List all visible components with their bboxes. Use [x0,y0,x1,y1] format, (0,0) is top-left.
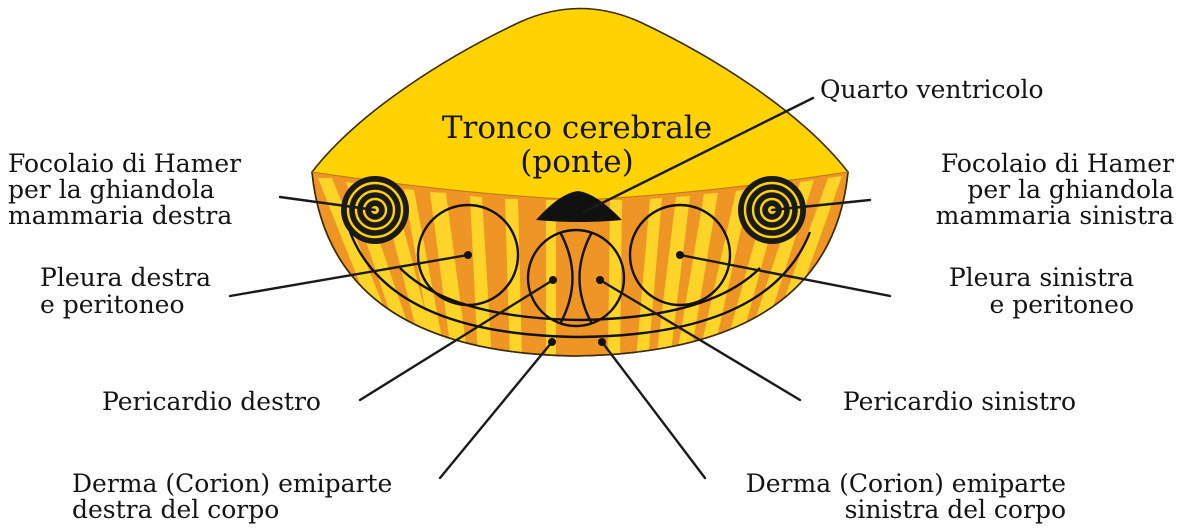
label-hamer-right-2: per la ghiandola [8,175,215,204]
label-pleura-left-1: Pleura sinistra [949,263,1134,292]
label-pleura-right-1: Pleura destra [40,263,211,292]
label-dermis-right-1: Derma (Corion) emiparte [72,469,392,498]
label-pleura-right-2: e peritoneo [40,290,185,319]
label-hamer-left-3: mammaria sinistra [936,201,1174,230]
brainstem-label-line1: Tronco cerebrale [442,110,712,146]
label-hamer-left-1: Focolaio di Hamer [941,149,1174,178]
label-hamer-left-2: per la ghiandola [967,175,1174,204]
label-pleura-left-2: e peritoneo [989,290,1134,319]
label-pericardium-right: Pericardio destro [102,387,321,416]
label-hamer-right-3: mammaria destra [8,201,232,230]
label-dermis-left-2: sinistra del corpo [845,495,1066,524]
label-hamer-right-1: Focolaio di Hamer [8,149,241,178]
label-dermis-left-1: Derma (Corion) emiparte [746,469,1066,498]
label-dermis-right-2: destra del corpo [72,495,279,524]
brainstem-label-line2: (ponte) [520,144,633,180]
label-pericardium-left: Pericardio sinistro [843,387,1076,416]
label-fourth-ventricle: Quarto ventricolo [820,75,1044,104]
